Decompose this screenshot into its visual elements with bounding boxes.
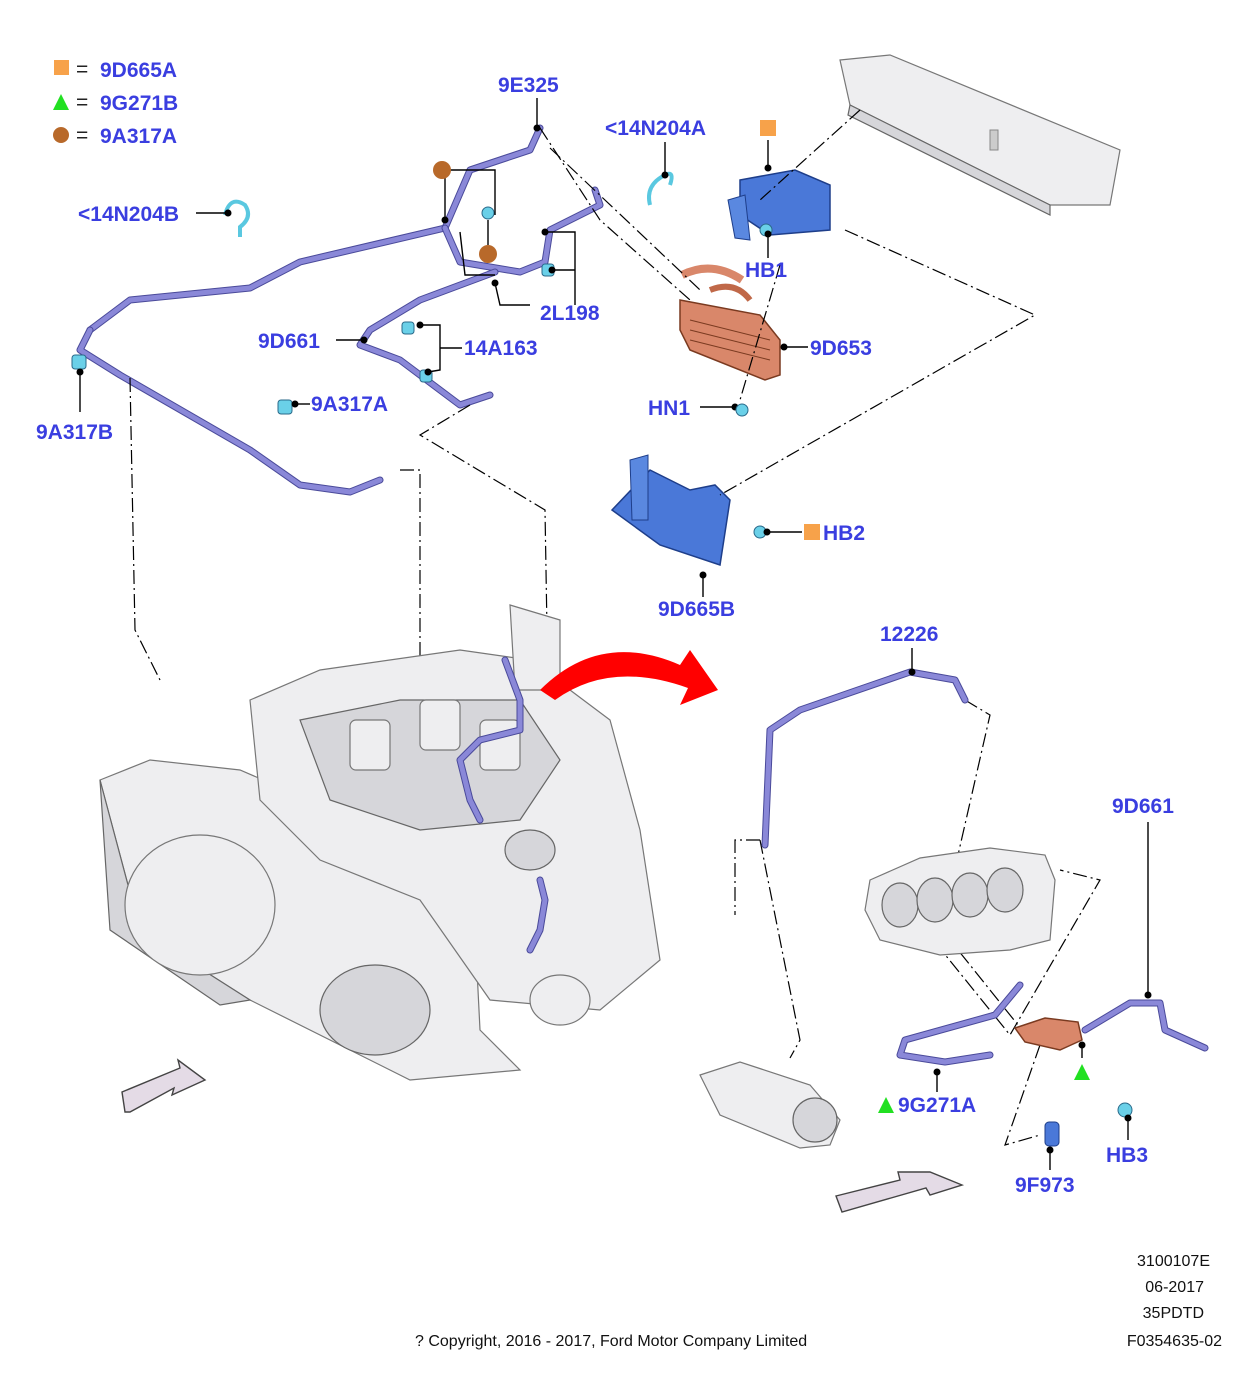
label-9A317A: 9A317A (311, 393, 388, 416)
legend-eq-3: = (76, 124, 88, 147)
hose-assembly-upper (71, 124, 674, 496)
footer: 3100107E 06-2017 35PDTD ? Copyright, 201… (415, 1253, 1222, 1350)
legend-triangle-icon (53, 94, 69, 110)
label-9F973: 9F973 (1015, 1174, 1075, 1197)
callout-labels: 9E325 <14N204A <14N204B HB1 2L198 9D661 … (36, 74, 1174, 1197)
marker-circle-2 (479, 245, 497, 263)
engine-illustration (99, 604, 661, 1081)
bracket-9D665A (727, 169, 831, 241)
label-9D665B: 9D665B (658, 598, 735, 621)
legend-circle-icon (53, 127, 69, 143)
label-HN1: HN1 (648, 397, 690, 420)
legend-eq-1: = (76, 58, 88, 81)
clip-HN1 (735, 403, 749, 417)
clip-14A163-a (401, 321, 415, 335)
marker-triangle-2 (878, 1097, 894, 1113)
clip-14N204A-icon (647, 171, 674, 206)
clip-14N204B-icon (223, 199, 251, 237)
detail-lower-right (699, 648, 1209, 1170)
label-9D653: 9D653 (810, 337, 872, 360)
label-HB2: HB2 (823, 522, 865, 545)
marker-circle-1 (433, 161, 451, 179)
label-HB3: HB3 (1106, 1144, 1148, 1167)
leaders-upper-left (76, 98, 669, 412)
direction-arrow-left (121, 1058, 207, 1113)
legend-code-3: 9A317A (100, 125, 177, 148)
radiator-support (839, 54, 1121, 216)
label-14N204B: <14N204B (78, 203, 179, 226)
marker-square-1 (760, 120, 776, 136)
legend: = 9D665A = 9G271B = 9A317A (53, 58, 178, 148)
clip-9A317B (71, 354, 87, 370)
label-2L198: 2L198 (540, 302, 600, 325)
valve-9G271A (1013, 1017, 1083, 1051)
marker-square-2 (804, 524, 820, 540)
label-12226: 12226 (880, 623, 938, 646)
label-9E325: 9E325 (498, 74, 559, 97)
legend-code-1: 9D665A (100, 59, 177, 82)
sensor-9F973 (1044, 1121, 1060, 1147)
label-HB1: HB1 (745, 259, 787, 282)
bracket-9D665B (610, 454, 767, 566)
oil-cooler-9D653 (679, 264, 781, 381)
clip-center (481, 206, 495, 220)
direction-arrow-right (835, 1171, 965, 1213)
red-indicator-arrow (540, 650, 718, 705)
footer-code1: 3100107E (1137, 1253, 1210, 1270)
label-14A163: 14A163 (464, 337, 538, 360)
footer-code3: F0354635-02 (1127, 1333, 1222, 1350)
marker-triangle-1 (1074, 1064, 1090, 1080)
footer-copyright: ? Copyright, 2016 - 2017, Ford Motor Com… (415, 1333, 807, 1350)
footer-code2: 35PDTD (1143, 1305, 1204, 1322)
label-14N204A: <14N204A (605, 117, 706, 140)
footer-date: 06-2017 (1145, 1279, 1204, 1296)
clip-9A317A (277, 399, 293, 415)
clip-HB3 (1117, 1102, 1133, 1118)
label-9G271A: 9G271A (898, 1094, 976, 1117)
label-9A317B: 9A317B (36, 421, 113, 444)
legend-code-2: 9G271B (100, 92, 178, 115)
label-9D661-top: 9D661 (258, 330, 320, 353)
legend-square-icon (54, 60, 69, 75)
legend-eq-2: = (76, 91, 88, 114)
label-9D661-right: 9D661 (1112, 795, 1174, 818)
